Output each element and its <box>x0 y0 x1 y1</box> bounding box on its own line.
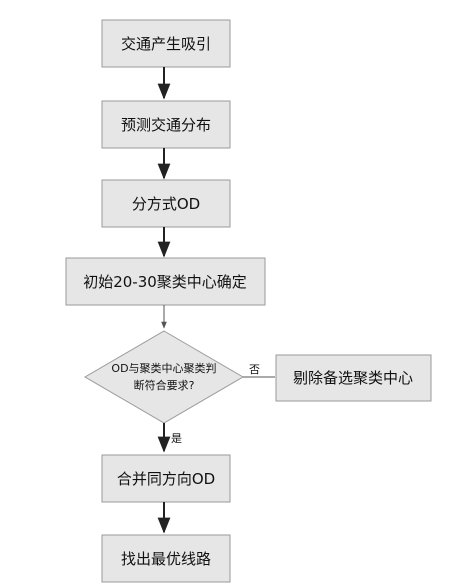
step-distribution-forecast-label: 预测交通分布 <box>121 116 211 134</box>
step-traffic-generation-label: 交通产生吸引 <box>121 35 211 53</box>
no-label: 否 <box>249 363 260 376</box>
step-mode-od-label: 分方式OD <box>132 195 200 213</box>
step-initial-cluster-centers-label: 初始20-30聚类中心确定 <box>83 273 247 291</box>
step-optimal-route-label: 找出最优线路 <box>121 550 211 568</box>
step-merge-od: 合并同方向OD <box>101 454 231 503</box>
decision-line1: OD与聚类中心聚类判 <box>111 361 216 375</box>
step-merge-od-label: 合并同方向OD <box>117 470 215 488</box>
step-optimal-route: 找出最优线路 <box>101 534 231 583</box>
yes-label: 是 <box>171 432 182 445</box>
step-traffic-generation: 交通产生吸引 <box>101 19 231 68</box>
decision-line2: 断符合要求? <box>134 378 195 392</box>
step-remove-candidate-centers-label: 剔除备选聚类中心 <box>293 369 413 387</box>
step-remove-candidate-centers: 剔除备选聚类中心 <box>275 354 432 402</box>
step-initial-cluster-centers: 初始20-30聚类中心确定 <box>65 257 266 306</box>
decision-cluster-check: OD与聚类中心聚类判 断符合要求? <box>84 330 244 424</box>
step-distribution-forecast: 预测交通分布 <box>101 100 231 149</box>
step-mode-od: 分方式OD <box>101 179 231 228</box>
